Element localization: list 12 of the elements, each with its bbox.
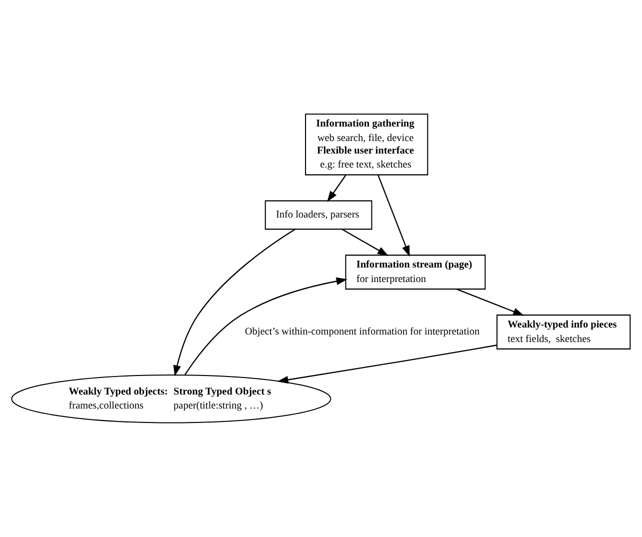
node-box: Information gathering web search, file, device Flexible user interface e.g: free text, sketches bbox=[305, 114, 428, 176]
node-box: Info loaders, parsers bbox=[264, 200, 372, 230]
arrow bbox=[173, 228, 296, 376]
node-box: Weakly-typed info pieces text fields, sketches bbox=[496, 314, 631, 350]
edge-label: Object’s within-component information for interpretation bbox=[244, 326, 480, 338]
node-box: Information stream (page) for interpretation bbox=[345, 254, 486, 290]
arrow bbox=[378, 174, 410, 257]
arrow bbox=[327, 174, 346, 202]
arrow bbox=[456, 288, 524, 316]
arrow bbox=[342, 228, 389, 256]
arrow bbox=[277, 344, 497, 384]
arrow bbox=[184, 277, 348, 376]
